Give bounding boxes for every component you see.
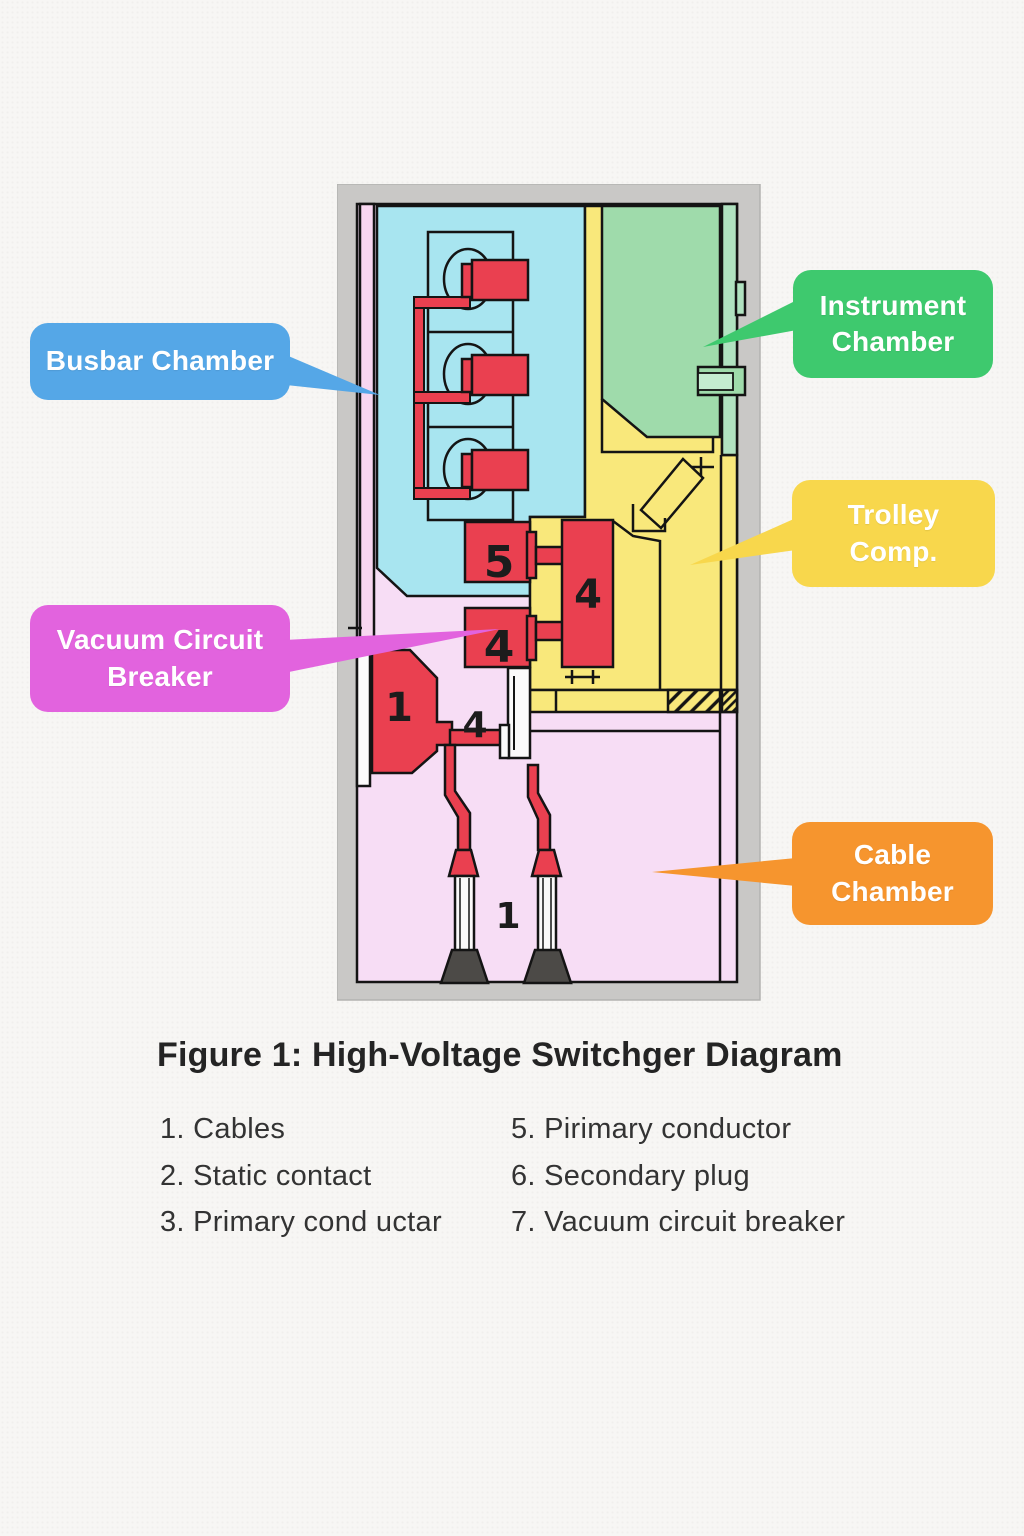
cable-termination-right	[530, 848, 563, 878]
door-handle-large	[696, 365, 747, 397]
figure-caption: Figure 1: High-Voltage Switchger Diagram	[157, 1036, 843, 1074]
left-wall-strip	[358, 202, 376, 643]
operating-lever	[631, 457, 714, 533]
label-primary-conductor: 5	[484, 537, 515, 588]
trolley-compartment-label: Trolley Comp.	[847, 499, 940, 567]
instrument-callout-tail	[703, 300, 797, 347]
cable-foot-right	[522, 948, 573, 985]
trolley-partition-lines	[600, 399, 723, 690]
instrument-chamber-label: Instrument Chamber	[819, 289, 967, 357]
trolley-compartment-callout: Trolley Comp.	[690, 480, 995, 587]
label-breaker-right: 4	[574, 572, 602, 618]
busbar-conductor	[413, 296, 471, 500]
legend-item-3: 3. Primary cond uctar	[160, 1206, 442, 1238]
label-cables: 1	[495, 896, 520, 937]
support-plate	[498, 666, 532, 760]
cable-insulator-right	[536, 874, 558, 954]
cable-termination-left	[447, 848, 480, 878]
legend-item-6: 6. Secondary plug	[511, 1159, 750, 1192]
legend-item-7: 7. Vacuum circuit breaker	[511, 1206, 846, 1238]
cable-callout-tail	[652, 858, 796, 886]
label-link-bar: 4	[462, 705, 487, 746]
busbar-callout-tail	[286, 355, 380, 395]
primary-conductor-box	[463, 520, 565, 584]
cable-insulator-left	[453, 874, 476, 954]
instrument-chamber-callout: Instrument Chamber	[703, 270, 993, 378]
breaker-housing-outline	[612, 520, 662, 689]
cable-chamber-callout: Cable Chamber	[652, 822, 993, 925]
legend-item-2: 2. Static contact	[160, 1159, 372, 1192]
legend-item-1: 1. Cables	[160, 1113, 286, 1145]
trolley-callout-tail	[690, 518, 796, 565]
floor-hatch-wide	[666, 688, 722, 714]
door-handle-small	[734, 280, 747, 317]
vacuum-circuit-breaker-callout: Vacuum Circuit Breaker	[30, 605, 500, 712]
busbar-chamber-callout: Busbar Chamber	[30, 323, 380, 400]
instrument-chamber-region	[600, 204, 722, 439]
switchgear-diagram: 5 4 4 4 1 1	[337, 184, 761, 1001]
busbar-chamber-label: Busbar Chamber	[45, 345, 275, 377]
legend-column-2: 5. Pirimary conductor 6. Secondary plug …	[511, 1106, 845, 1246]
label-insulator: 1	[385, 685, 413, 731]
cable-left	[439, 743, 490, 985]
busbar-bushings	[460, 258, 530, 492]
legend-column-1: 1. Cables 2. Static contact 3. Primary c…	[160, 1106, 442, 1246]
earthing-symbol	[565, 670, 600, 684]
vcb-callout-tail	[284, 629, 500, 673]
legend-item-5: 5. Pirimary conductor	[511, 1113, 792, 1145]
cable-chamber-label: Cable Chamber	[831, 839, 954, 907]
floor-hatch-small	[720, 688, 739, 714]
breaker-body	[560, 518, 615, 669]
cable-right	[522, 763, 573, 985]
cable-foot-left	[439, 948, 490, 985]
breaker-pole-left	[463, 606, 565, 669]
vacuum-circuit-breaker-label: Vacuum Circuit Breaker	[56, 624, 264, 692]
